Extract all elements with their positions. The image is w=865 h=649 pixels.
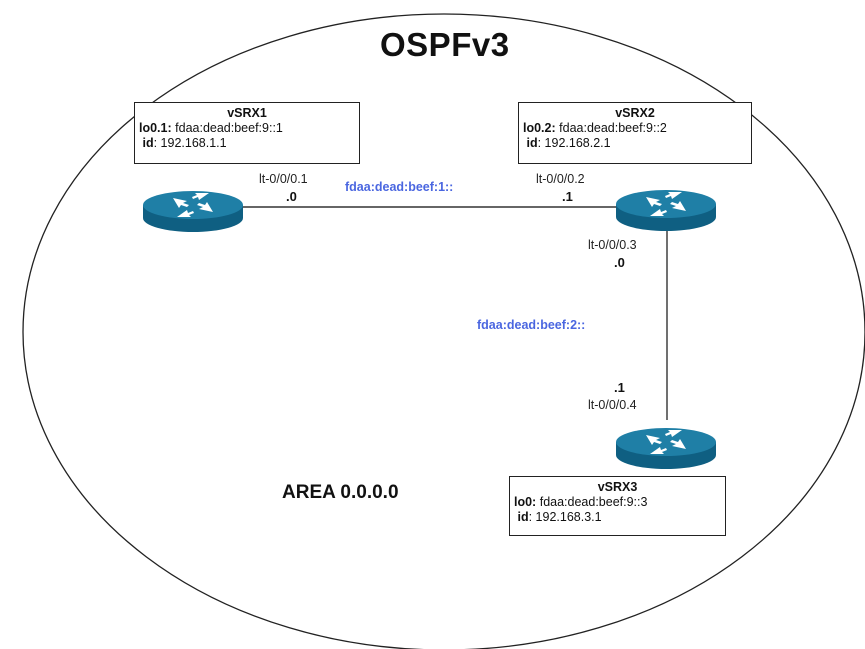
router-id-value: : 192.168.2.1 <box>537 136 611 150</box>
router-icon-vsrx1[interactable] <box>143 191 243 232</box>
router-icon-vsrx2[interactable] <box>616 190 716 231</box>
network-label-link-2: fdaa:dead:beef:2:: <box>477 318 586 332</box>
loopback-row: lo0.2: fdaa:dead:beef:9::2 <box>523 121 747 136</box>
router-id-value: : 192.168.3.1 <box>528 510 602 524</box>
router-id-value: : 192.168.1.1 <box>153 136 227 150</box>
interface-address-lt-0-0-0-1: .0 <box>286 189 297 204</box>
router-id-label: id <box>517 510 529 524</box>
router-info-box-vsrx2: vSRX2 lo0.2: fdaa:dead:beef:9::2 id: 192… <box>518 102 752 164</box>
router-id-row: id: 192.168.1.1 <box>139 136 355 151</box>
interface-address-lt-0-0-0-3: .0 <box>614 255 625 270</box>
loopback-label: lo0.1: <box>139 121 172 135</box>
interface-label-lt-0-0-0-1: lt-0/0/0.1 <box>259 172 308 186</box>
router-id-label: id <box>142 136 154 150</box>
network-label-link-1: fdaa:dead:beef:1:: <box>345 180 454 194</box>
interface-label-lt-0-0-0-3: lt-0/0/0.3 <box>588 238 637 252</box>
interface-address-lt-0-0-0-4: .1 <box>614 380 625 395</box>
interface-label-lt-0-0-0-4: lt-0/0/0.4 <box>588 398 637 412</box>
interface-address-lt-0-0-0-2: .1 <box>562 189 573 204</box>
router-id-row: id: 192.168.2.1 <box>523 136 747 151</box>
router-name: vSRX3 <box>597 480 638 494</box>
router-info-box-vsrx1: vSRX1 lo0.1: fdaa:dead:beef:9::1 id: 192… <box>134 102 360 164</box>
loopback-value: fdaa:dead:beef:9::1 <box>175 121 283 135</box>
loopback-row: lo0: fdaa:dead:beef:9::3 <box>514 495 721 510</box>
router-name: vSRX2 <box>615 106 655 120</box>
router-id-row: id: 192.168.3.1 <box>514 510 721 525</box>
loopback-label: lo0: <box>514 495 537 509</box>
loopback-label: lo0.2: <box>523 121 556 135</box>
loopback-value: fdaa:dead:beef:9::2 <box>559 121 667 135</box>
router-name: vSRX1 <box>227 106 267 120</box>
router-info-box-vsrx3: vSRX3 lo0: fdaa:dead:beef:9::3 id: 192.1… <box>509 476 726 536</box>
loopback-value: fdaa:dead:beef:9::3 <box>539 495 648 509</box>
interface-label-lt-0-0-0-2: lt-0/0/0.2 <box>536 172 585 186</box>
area-label: AREA 0.0.0.0 <box>282 482 399 503</box>
router-icon-vsrx3[interactable] <box>616 428 716 469</box>
diagram-title: OSPFv3 <box>380 26 510 63</box>
router-id-label: id <box>526 136 538 150</box>
ospf-area-boundary <box>22 13 865 649</box>
loopback-row: lo0.1: fdaa:dead:beef:9::1 <box>139 121 355 136</box>
